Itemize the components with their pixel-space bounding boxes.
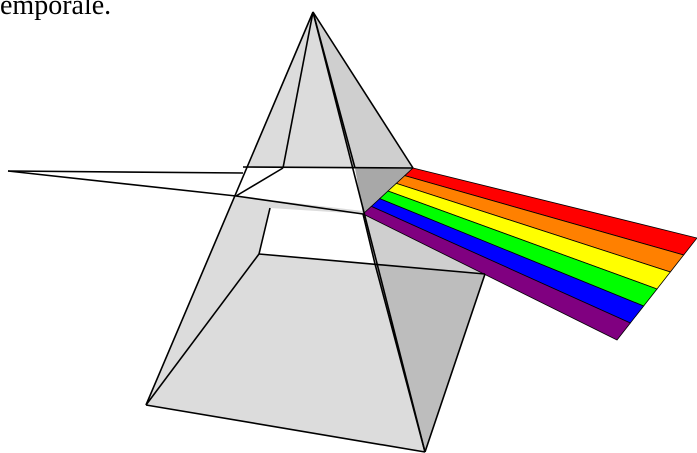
prism-exit-wedge — [355, 168, 413, 214]
prism-lower-band — [259, 208, 375, 264]
prism-cross-edge-lower — [374, 263, 426, 453]
incoming-light-ray — [7, 170, 364, 215]
ray-bottom-edge — [7, 170, 237, 197]
ray-top-edge — [7, 170, 244, 174]
prism-cross-edge-left — [258, 207, 271, 255]
prism-edge-base-right — [424, 273, 486, 453]
prism-cross-edge-inner — [362, 213, 376, 265]
prism-cross-edge-top — [242, 166, 414, 169]
prism-dark-side — [375, 264, 485, 452]
prism-cross-edge-diag — [235, 167, 284, 197]
spectrum-beam — [362, 167, 697, 341]
prism-edges — [145, 11, 486, 453]
prism-inner-edge-2 — [312, 11, 356, 169]
prism-edge-right — [312, 11, 414, 169]
spectrum-band-violet — [362, 205, 631, 341]
prism-cross-edge-lower-left — [145, 253, 260, 406]
caption-text: emporale. — [0, 0, 112, 21]
prism-edge-center — [312, 11, 426, 453]
prism-edge-bottom — [145, 404, 426, 453]
prism-inner-edge-1 — [282, 11, 314, 169]
prism-edge-left — [145, 11, 314, 406]
ray-inside-prism — [235, 195, 364, 215]
prism-cross-edge-mid — [258, 253, 486, 275]
